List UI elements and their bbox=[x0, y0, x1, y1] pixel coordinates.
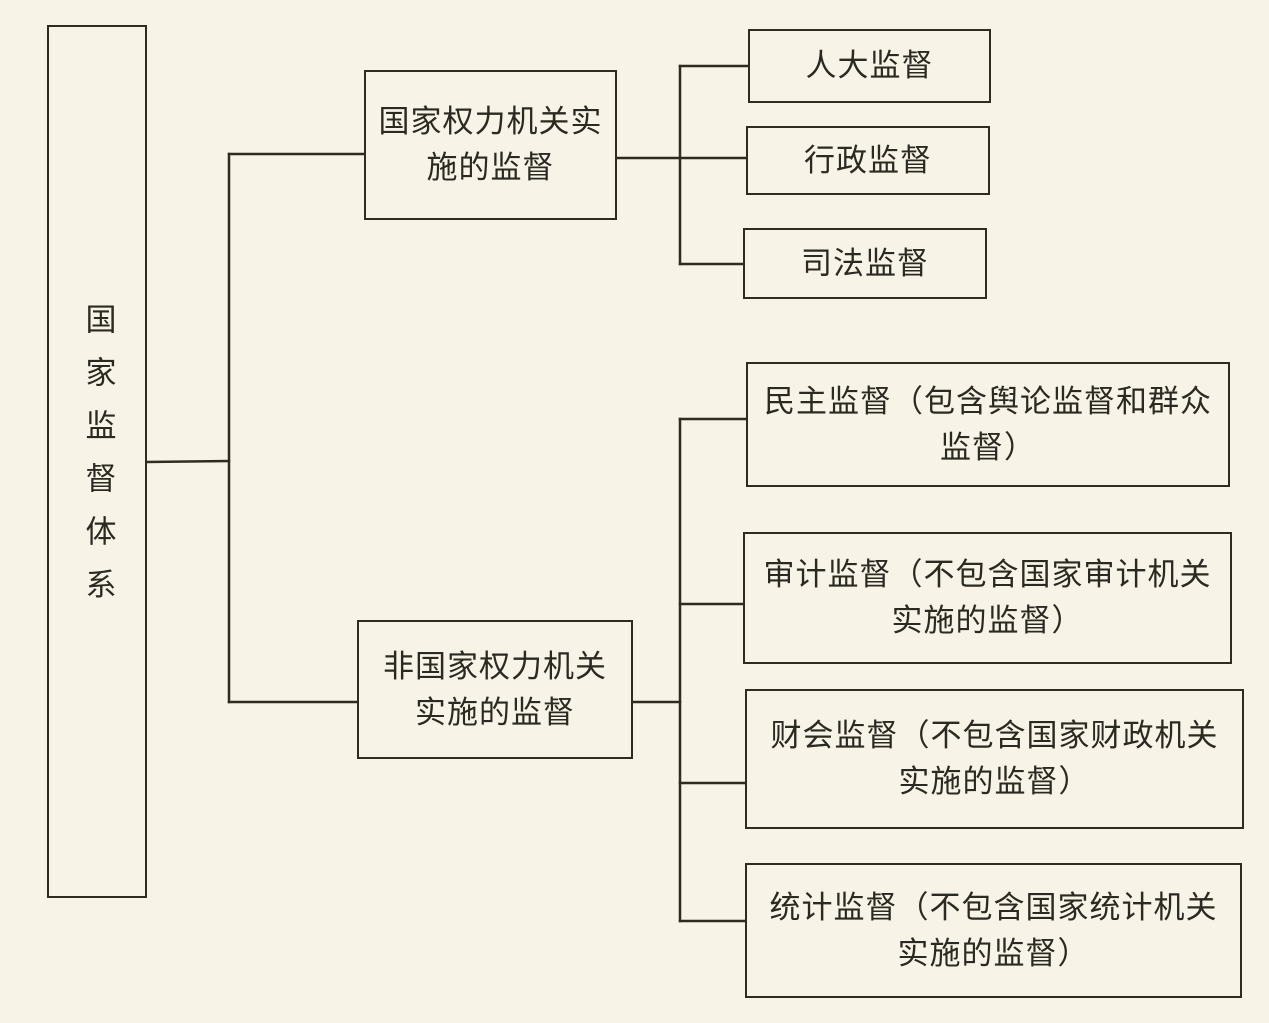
state-organs-label: 国家权力机关实施的监督 bbox=[378, 104, 603, 186]
root-label: 国家监督体系 bbox=[79, 302, 116, 621]
democratic-supervision-label: 民主监督（包含舆论监督和群众监督） bbox=[764, 383, 1212, 466]
statistics-supervision-node: 统计监督（不包含国家统计机关实施的监督） bbox=[745, 863, 1242, 998]
administrative-supervision-label: 行政监督 bbox=[804, 142, 932, 179]
non-state-node: 非国家权力机关实施的监督 bbox=[357, 620, 633, 759]
root-connector bbox=[145, 459, 231, 464]
administrative-supervision-node: 行政监督 bbox=[746, 126, 990, 195]
non-state-label: 非国家权力机关实施的监督 bbox=[383, 648, 607, 731]
statistics-supervision-label: 统计监督（不包含国家统计机关实施的监督） bbox=[769, 889, 1218, 972]
audit-supervision-label: 审计监督（不包含国家审计机关实施的监督） bbox=[763, 557, 1212, 639]
finance-supervision-label: 财会监督（不包含国家财政机关实施的监督） bbox=[770, 718, 1219, 800]
finance-supervision-node: 财会监督（不包含国家财政机关实施的监督） bbox=[745, 689, 1244, 829]
judicial-supervision-node: 司法监督 bbox=[743, 228, 987, 299]
judicial-supervision-label: 司法监督 bbox=[801, 245, 929, 282]
root-node: 国家监督体系 bbox=[47, 25, 147, 898]
democratic-supervision-node: 民主监督（包含舆论监督和群众监督） bbox=[746, 362, 1230, 487]
npc-supervision-label: 人大监督 bbox=[805, 48, 934, 84]
audit-supervision-node: 审计监督（不包含国家审计机关实施的监督） bbox=[743, 532, 1232, 664]
state-organs-node: 国家权力机关实施的监督 bbox=[364, 70, 617, 220]
npc-supervision-node: 人大监督 bbox=[748, 29, 991, 103]
